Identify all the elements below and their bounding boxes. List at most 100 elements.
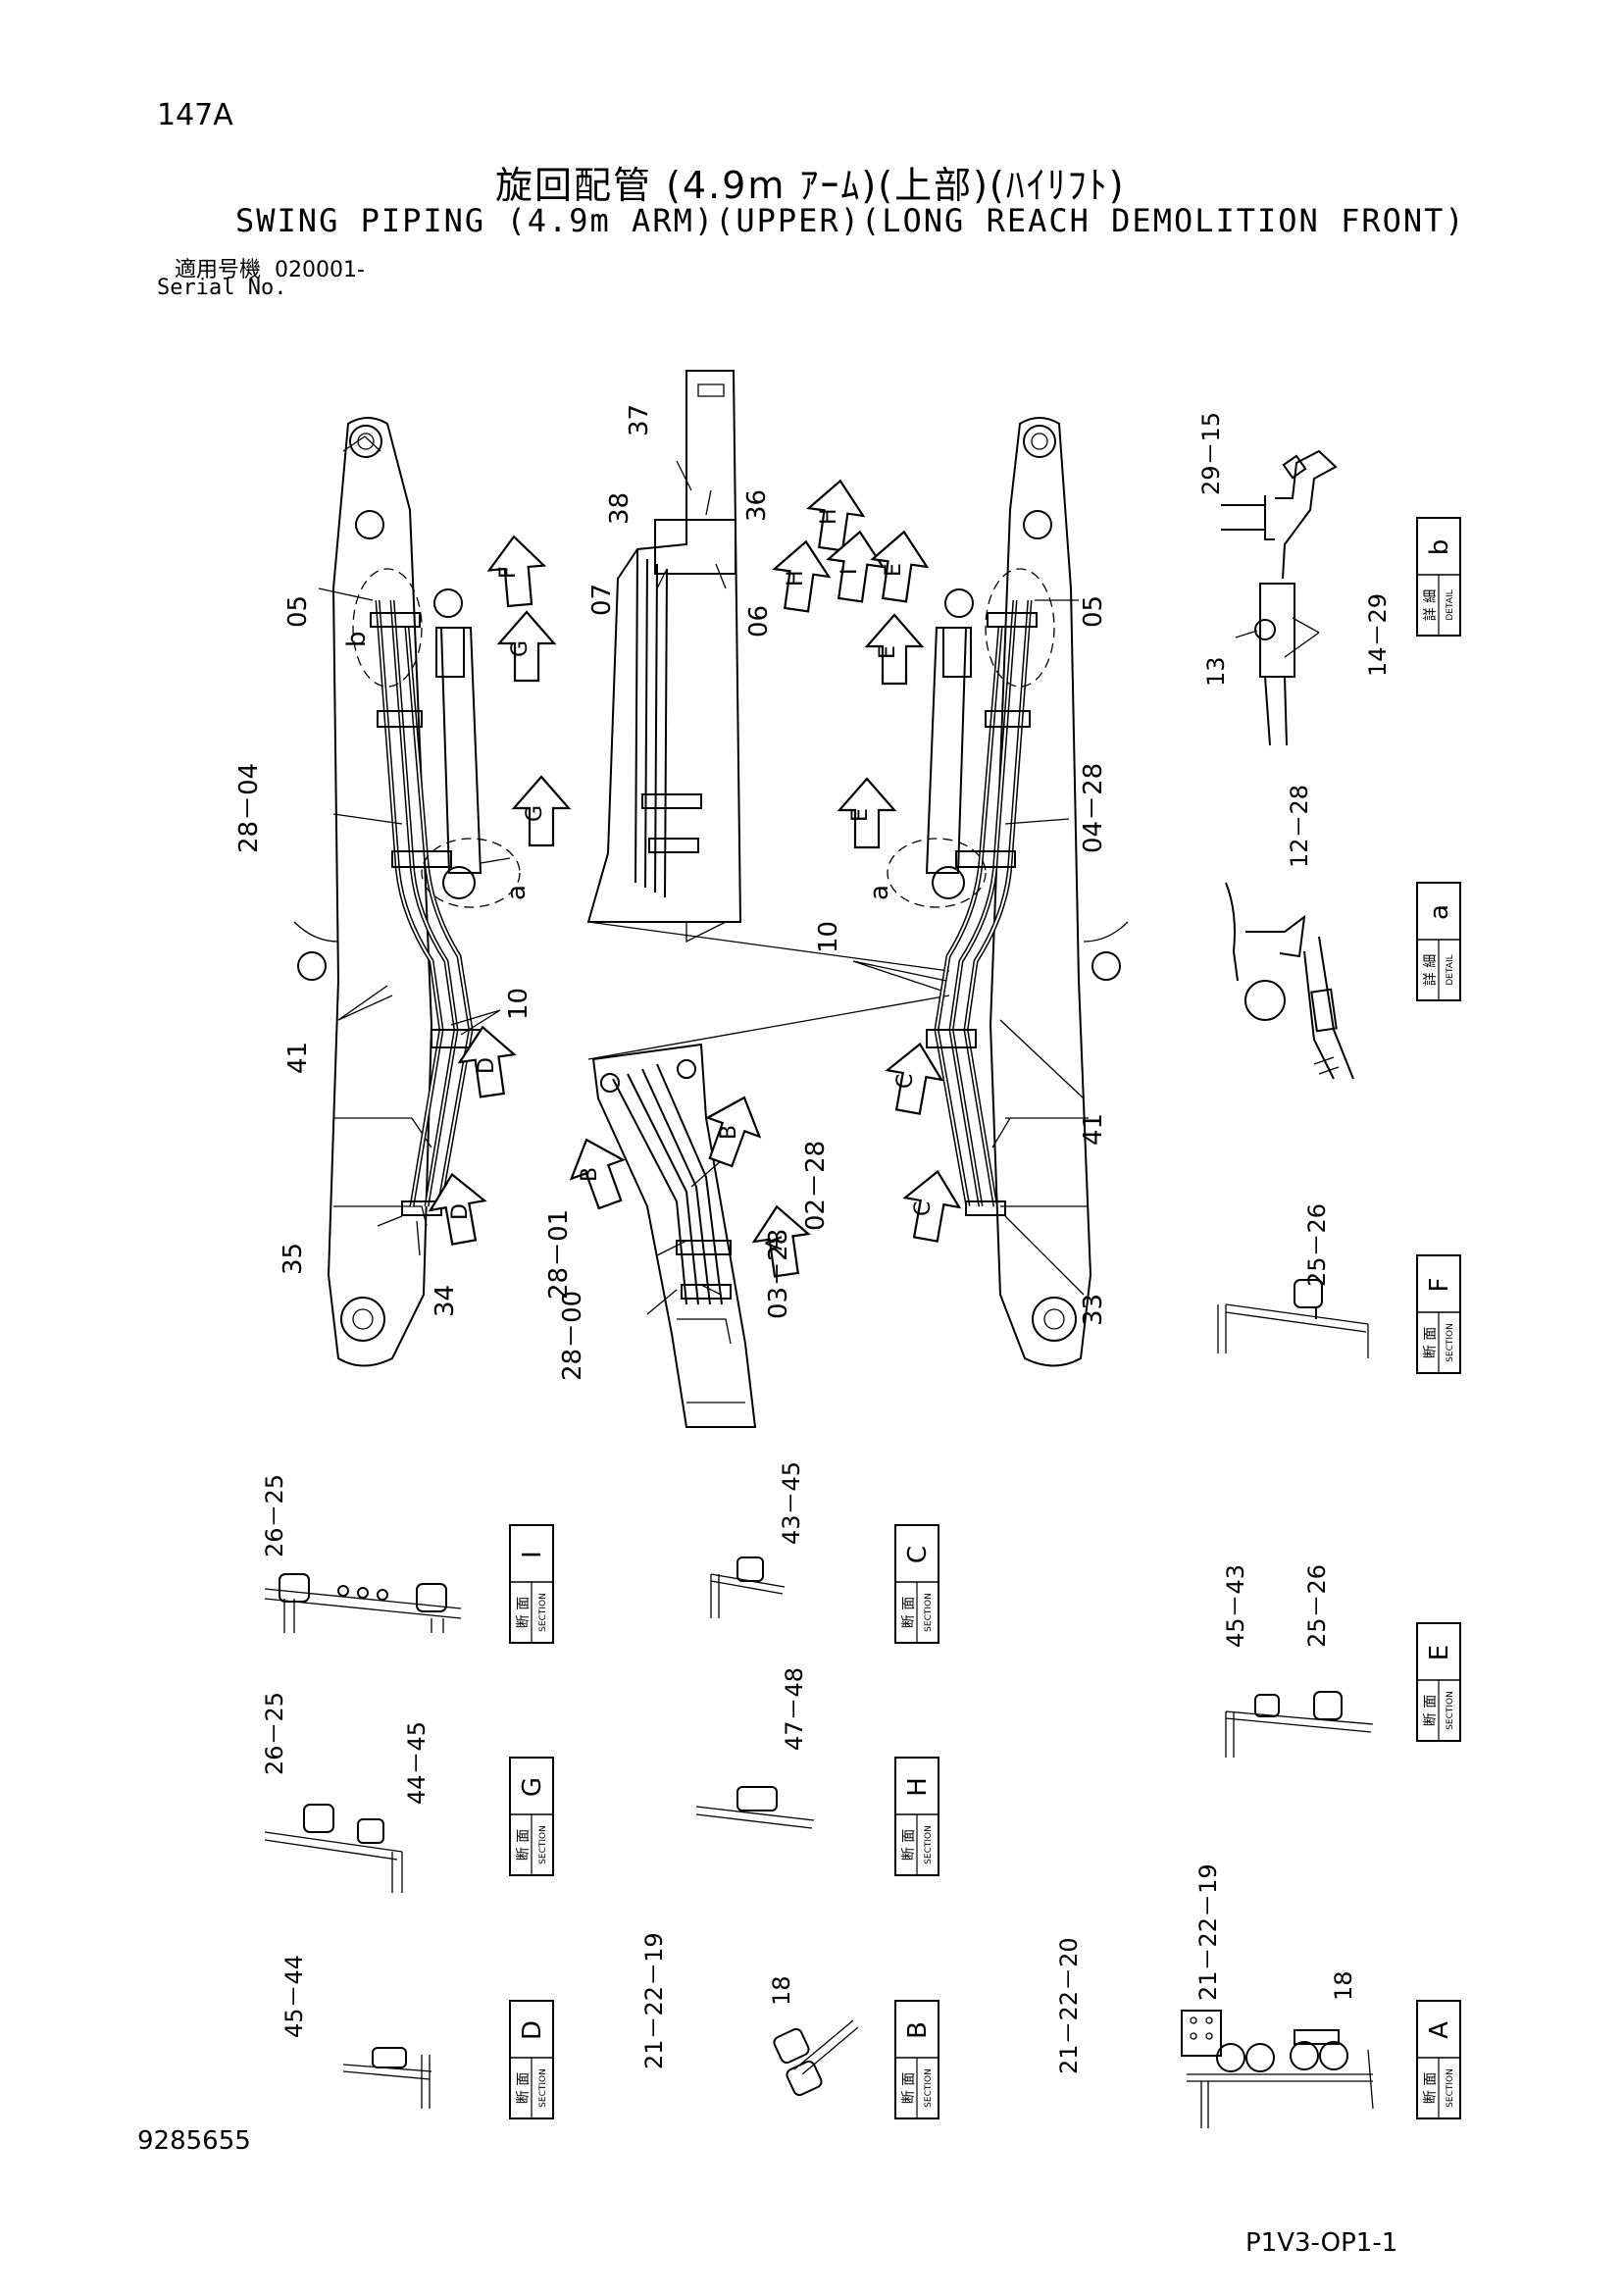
label-r05: 05	[1079, 595, 1108, 628]
section-i: 26－25	[261, 1474, 462, 1633]
section-e: 45－43 25－26	[1222, 1564, 1374, 1758]
section-i-label-parts: 26－25	[261, 1474, 288, 1557]
section-box-a-letter: A	[1425, 2021, 1454, 2039]
label-c03-28: 03－28	[764, 1229, 793, 1319]
section-g-label-parts-a: 26－25	[261, 1692, 288, 1775]
arrow-label-e3: E	[848, 808, 873, 822]
arrow-label-i: I	[837, 569, 862, 576]
detail-b: 29－15 13 14－29	[1197, 412, 1392, 746]
section-a-label-parts-c: 21－22－20	[1055, 1937, 1083, 2074]
section-h-label-parts: 47－48	[781, 1667, 808, 1751]
label-l10: 10	[504, 988, 533, 1020]
section-c: 43－45	[710, 1461, 805, 1618]
label-l36: 36	[742, 489, 772, 522]
section-a: 21－22－19 18 21－22－20	[1055, 1863, 1374, 2128]
label-c02-28: 02－28	[801, 1141, 831, 1231]
section-box-i: I 断 面 SECTION	[509, 1524, 554, 1644]
page-code: P1V3-OP1-1	[1245, 2228, 1398, 2258]
label-r10: 10	[814, 921, 843, 953]
label-l34: 34	[431, 1285, 460, 1317]
arrow-label-f: F	[496, 566, 521, 579]
title-english: SWING PIPING (4.9m ARM)(UPPER)(LONG REAC…	[235, 202, 1466, 239]
arrow-label-d: D	[475, 1057, 499, 1074]
label-l06: 06	[744, 605, 774, 638]
section-box-d: D 断 面 SECTION	[509, 2000, 554, 2119]
arrow-label-c2: C	[911, 1201, 936, 1216]
detail-box-b-kanji: 詳 細	[1423, 589, 1439, 621]
arrow-label-g: G	[508, 640, 533, 657]
section-box-g: G 断 面 SECTION	[509, 1757, 554, 1876]
label-la: a	[502, 885, 532, 900]
document-number: 9285655	[137, 2126, 251, 2156]
detail-a-label-12-28: 12－28	[1286, 785, 1313, 868]
section-box-d-kanji: 断 面	[516, 2072, 532, 2104]
detail-a: 12－28	[1225, 785, 1354, 1080]
section-box-e-letter: E	[1425, 1645, 1454, 1660]
section-box-g-sub: SECTION	[538, 1825, 548, 1864]
section-box-g-kanji: 断 面	[516, 1829, 532, 1861]
section-box-f-sub: SECTION	[1446, 1323, 1455, 1362]
label-c28-00: 28－00	[558, 1291, 587, 1381]
section-a-label-parts-a: 21－22－19	[1194, 1863, 1222, 2001]
serial-value: 020001-	[275, 258, 365, 282]
section-box-e-kanji: 断 面	[1423, 1695, 1439, 1726]
section-g: 26－25 44－45	[261, 1692, 431, 1893]
detail-box-a: a 詳 細 DETAIL	[1416, 882, 1461, 1001]
section-arrows: F G G D D H H I E E E C C B B A	[424, 476, 966, 1280]
section-box-f: F 断 面 SECTION	[1416, 1254, 1461, 1374]
section-b-label-parts-b: 18	[768, 1975, 795, 2006]
detail-box-b-letter: b	[1425, 539, 1454, 556]
label-l35: 35	[279, 1243, 308, 1275]
label-ra: a	[865, 885, 894, 900]
arrow-label-e2: E	[876, 645, 900, 659]
label-l41: 41	[283, 1042, 313, 1074]
section-b: 21－22－19 18	[640, 1932, 859, 2097]
serial-label-jp-text: 適用号機	[175, 258, 262, 282]
section-box-i-sub: SECTION	[538, 1593, 548, 1632]
arrow-label-c: C	[893, 1074, 918, 1089]
arrow-label-h: H	[817, 508, 841, 525]
section-box-c: C 断 面 SECTION	[894, 1524, 939, 1644]
serial-label-japanese: 適用号機 020001-	[175, 252, 365, 283]
arrow-label-g2: G	[523, 805, 547, 822]
section-box-f-letter: F	[1425, 1278, 1454, 1293]
arrow-label-e: E	[882, 563, 906, 577]
label-c28-01: 28－01	[544, 1209, 574, 1300]
title-japanese: 旋回配管 (4.9m ｱｰﾑ)(上部)(ﾊｲﾘﾌﾄ)	[495, 164, 1126, 207]
left-boom	[293, 417, 521, 1367]
detail-box-b-sub: DETAIL	[1446, 589, 1455, 620]
section-g-label-parts-b: 44－45	[403, 1721, 431, 1805]
detail-b-label-14-29: 14－29	[1364, 593, 1392, 677]
section-h: 47－48	[695, 1667, 815, 1829]
section-e-label-parts-b: 25－26	[1303, 1564, 1331, 1648]
label-l28-04: 28－04	[234, 763, 264, 853]
section-box-e-sub: SECTION	[1446, 1691, 1455, 1730]
main-part-labels: 05 b 28－04 a 41 10 35 34 37 38 36 07 06 …	[234, 404, 1108, 1381]
label-r41: 41	[1079, 1113, 1108, 1146]
section-box-h-letter: H	[903, 1777, 933, 1797]
section-box-b-kanji: 断 面	[901, 2072, 917, 2104]
detail-box-a-sub: DETAIL	[1446, 954, 1455, 985]
label-l05: 05	[283, 595, 313, 628]
section-box-c-kanji: 断 面	[901, 1597, 917, 1628]
detail-box-a-letter: a	[1425, 904, 1454, 920]
section-box-g-letter: G	[518, 1777, 547, 1797]
serial-label-english: Serial No.	[157, 276, 287, 300]
label-l07: 07	[587, 584, 617, 616]
label-r04-28: 04－28	[1079, 763, 1108, 853]
section-b-label-parts-a: 21－22－19	[640, 1932, 668, 2069]
section-c-label-parts: 43－45	[778, 1461, 805, 1545]
section-box-h: H 断 面 SECTION	[894, 1757, 939, 1876]
detail-box-b: b 詳 細 DETAIL	[1416, 517, 1461, 637]
section-box-b-sub: SECTION	[924, 2068, 934, 2108]
arrow-label-b2: B	[717, 1125, 741, 1140]
label-lb: b	[342, 631, 372, 647]
section-d: 45－44	[280, 1955, 432, 2109]
section-box-c-sub: SECTION	[924, 1593, 934, 1632]
arrow-label-h2: H	[784, 570, 808, 587]
section-d-label-parts: 45－44	[280, 1955, 308, 2038]
section-box-f-kanji: 断 面	[1423, 1327, 1439, 1358]
section-a-label-parts-b: 18	[1330, 1970, 1357, 2001]
section-box-d-sub: SECTION	[538, 2068, 548, 2108]
